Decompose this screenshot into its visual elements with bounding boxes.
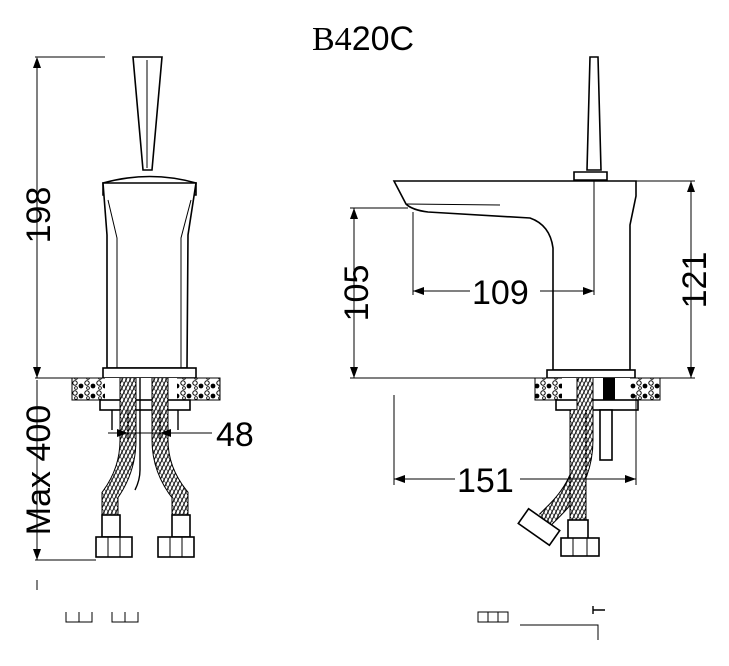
hose-nut-right [157, 536, 195, 558]
side-hose-nut-2 [560, 537, 600, 557]
dim-121-label: 121 [676, 252, 714, 309]
dim-151-label: 151 [457, 462, 514, 500]
dim-109-label: 109 [472, 274, 529, 312]
dim-198-label: 198 [20, 187, 58, 244]
hose-nut-left [95, 536, 133, 558]
side-hose-nut-1 [517, 507, 561, 547]
side-lever [586, 56, 602, 171]
model-title: B420C [312, 20, 414, 58]
dim-48-label: 48 [216, 416, 254, 454]
dim-105-label: 105 [338, 265, 376, 322]
side-dimensions: 105 109 121 151 [338, 180, 714, 500]
side-view [392, 56, 661, 640]
dim-max400-label: Max 400 [20, 405, 58, 535]
front-view [65, 56, 221, 623]
faucet-base [102, 367, 197, 379]
front-dimensions: 198 Max 400 48 [20, 56, 254, 590]
